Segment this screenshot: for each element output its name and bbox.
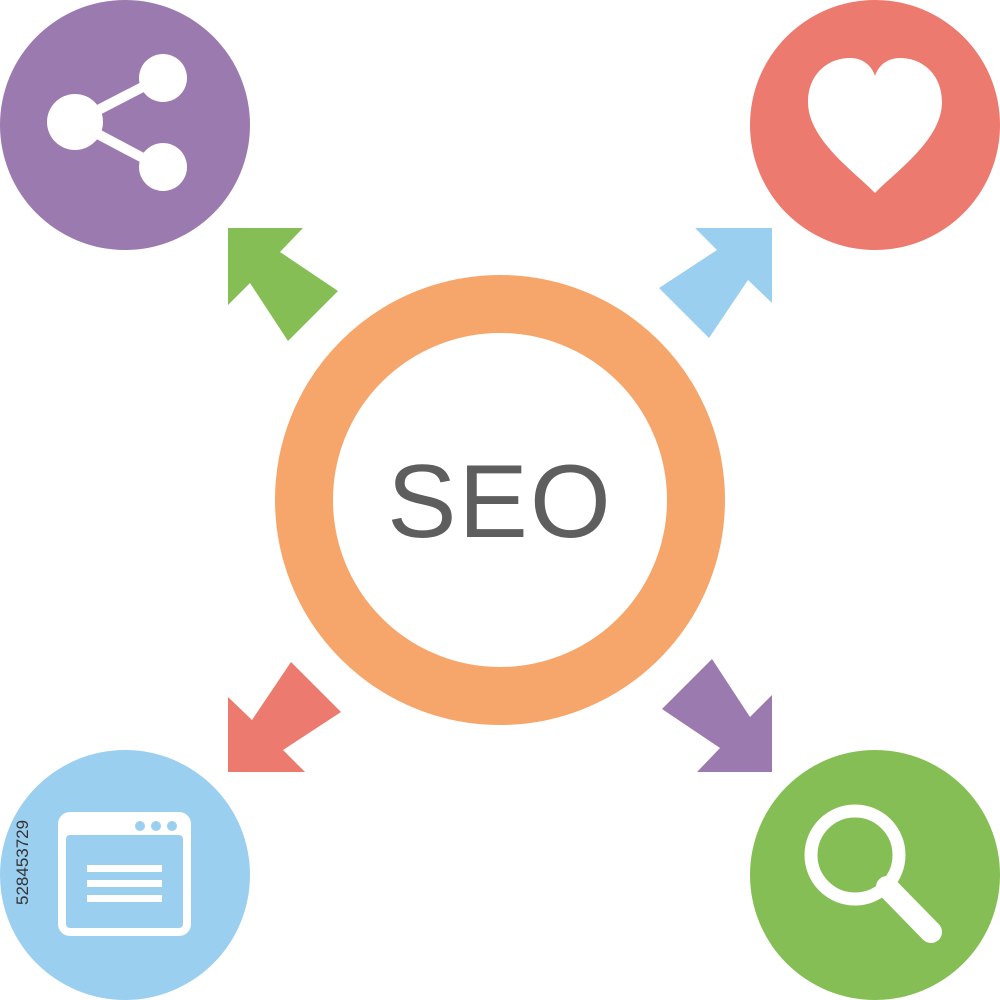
- arrow-up-left: [228, 228, 338, 341]
- stock-id-text: 528453729: [13, 820, 32, 905]
- magnifier-icon: [804, 804, 942, 943]
- seo-center: SEO: [275, 275, 725, 725]
- search-node: [750, 750, 1000, 1000]
- arrow-down-right: [662, 659, 772, 772]
- share-node-circle: [0, 0, 250, 250]
- browser-window-icon: [58, 812, 191, 936]
- website-node: [0, 750, 250, 1000]
- search-node-circle: [750, 750, 1000, 1000]
- heart-icon: [808, 58, 942, 193]
- share-node: [0, 0, 250, 250]
- share-icon: [47, 54, 187, 191]
- arrow-down-left: [228, 662, 341, 772]
- favorite-node: [750, 0, 1000, 250]
- center-ring: [275, 275, 725, 725]
- arrow-up-right: [659, 228, 772, 338]
- center-label: SEO: [387, 444, 613, 560]
